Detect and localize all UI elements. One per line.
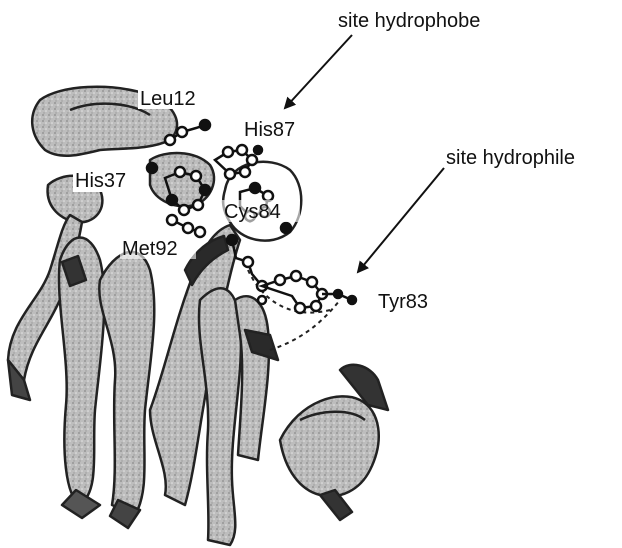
arrow-to-hydrophobic-site: [285, 35, 352, 108]
label-site-hydrophile: site hydrophile: [446, 147, 575, 169]
label-site-hydrophobe: site hydrophobe: [338, 10, 480, 32]
arrow-to-hydrophilic-site: [358, 168, 444, 272]
label-cys84: Cys84: [224, 201, 281, 223]
label-his87: His87: [244, 119, 295, 141]
protein-ribbon: [8, 87, 388, 545]
label-met92: Met92: [122, 238, 178, 260]
label-his37: His37: [75, 170, 126, 192]
label-tyr83: Tyr83: [378, 291, 428, 313]
label-leu12: Leu12: [140, 88, 196, 110]
